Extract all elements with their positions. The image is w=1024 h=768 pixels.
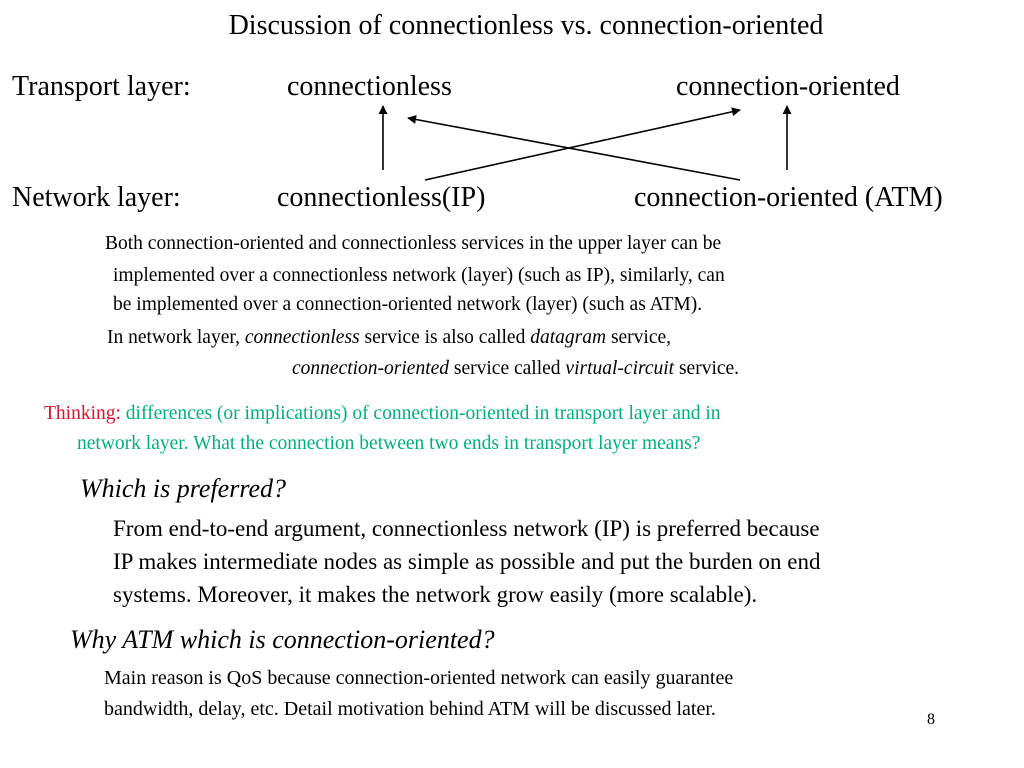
thinking-line-2: network layer. What the connection betwe…	[77, 433, 701, 454]
preferred-line-3: systems. Moreover, it makes the network …	[113, 582, 758, 607]
atm-heading: Why ATM which is connection-oriented?	[70, 625, 495, 654]
thinking-line-1: Thinking: differences (or implications) …	[44, 403, 721, 424]
network-connection-oriented-atm: connection-oriented (ATM)	[634, 182, 943, 213]
explanation-line-1: Both connection-oriented and connectionl…	[105, 233, 722, 254]
explanation-line-5: connection-oriented service called virtu…	[292, 358, 740, 379]
atm-line-1: Main reason is QoS because connection-or…	[104, 667, 734, 689]
explanation-line-2: implemented over a connectionless networ…	[113, 265, 725, 286]
explanation-line-3: be implemented over a connection-oriente…	[113, 294, 703, 315]
page-number: 8	[927, 711, 935, 728]
atm-line-2: bandwidth, delay, etc. Detail motivation…	[104, 698, 716, 720]
transport-layer-label: Transport layer:	[12, 71, 191, 102]
transport-connection-oriented: connection-oriented	[676, 71, 900, 102]
explanation-line-4: In network layer, connectionless service…	[107, 327, 672, 348]
thinking-label: Thinking:	[44, 403, 121, 424]
arrow-ip-to-connection-oriented	[424, 107, 741, 181]
arrow-atm-to-connectionless	[407, 115, 741, 181]
network-layer-label: Network layer:	[12, 182, 181, 213]
preferred-heading: Which is preferred?	[80, 474, 287, 503]
slide-title: Discussion of connectionless vs. connect…	[228, 10, 824, 41]
network-connectionless-ip: connectionless(IP)	[277, 182, 486, 213]
preferred-line-1: From end-to-end argument, connectionless…	[113, 516, 820, 541]
preferred-line-2: IP makes intermediate nodes as simple as…	[113, 549, 821, 574]
transport-connectionless: connectionless	[287, 71, 452, 102]
